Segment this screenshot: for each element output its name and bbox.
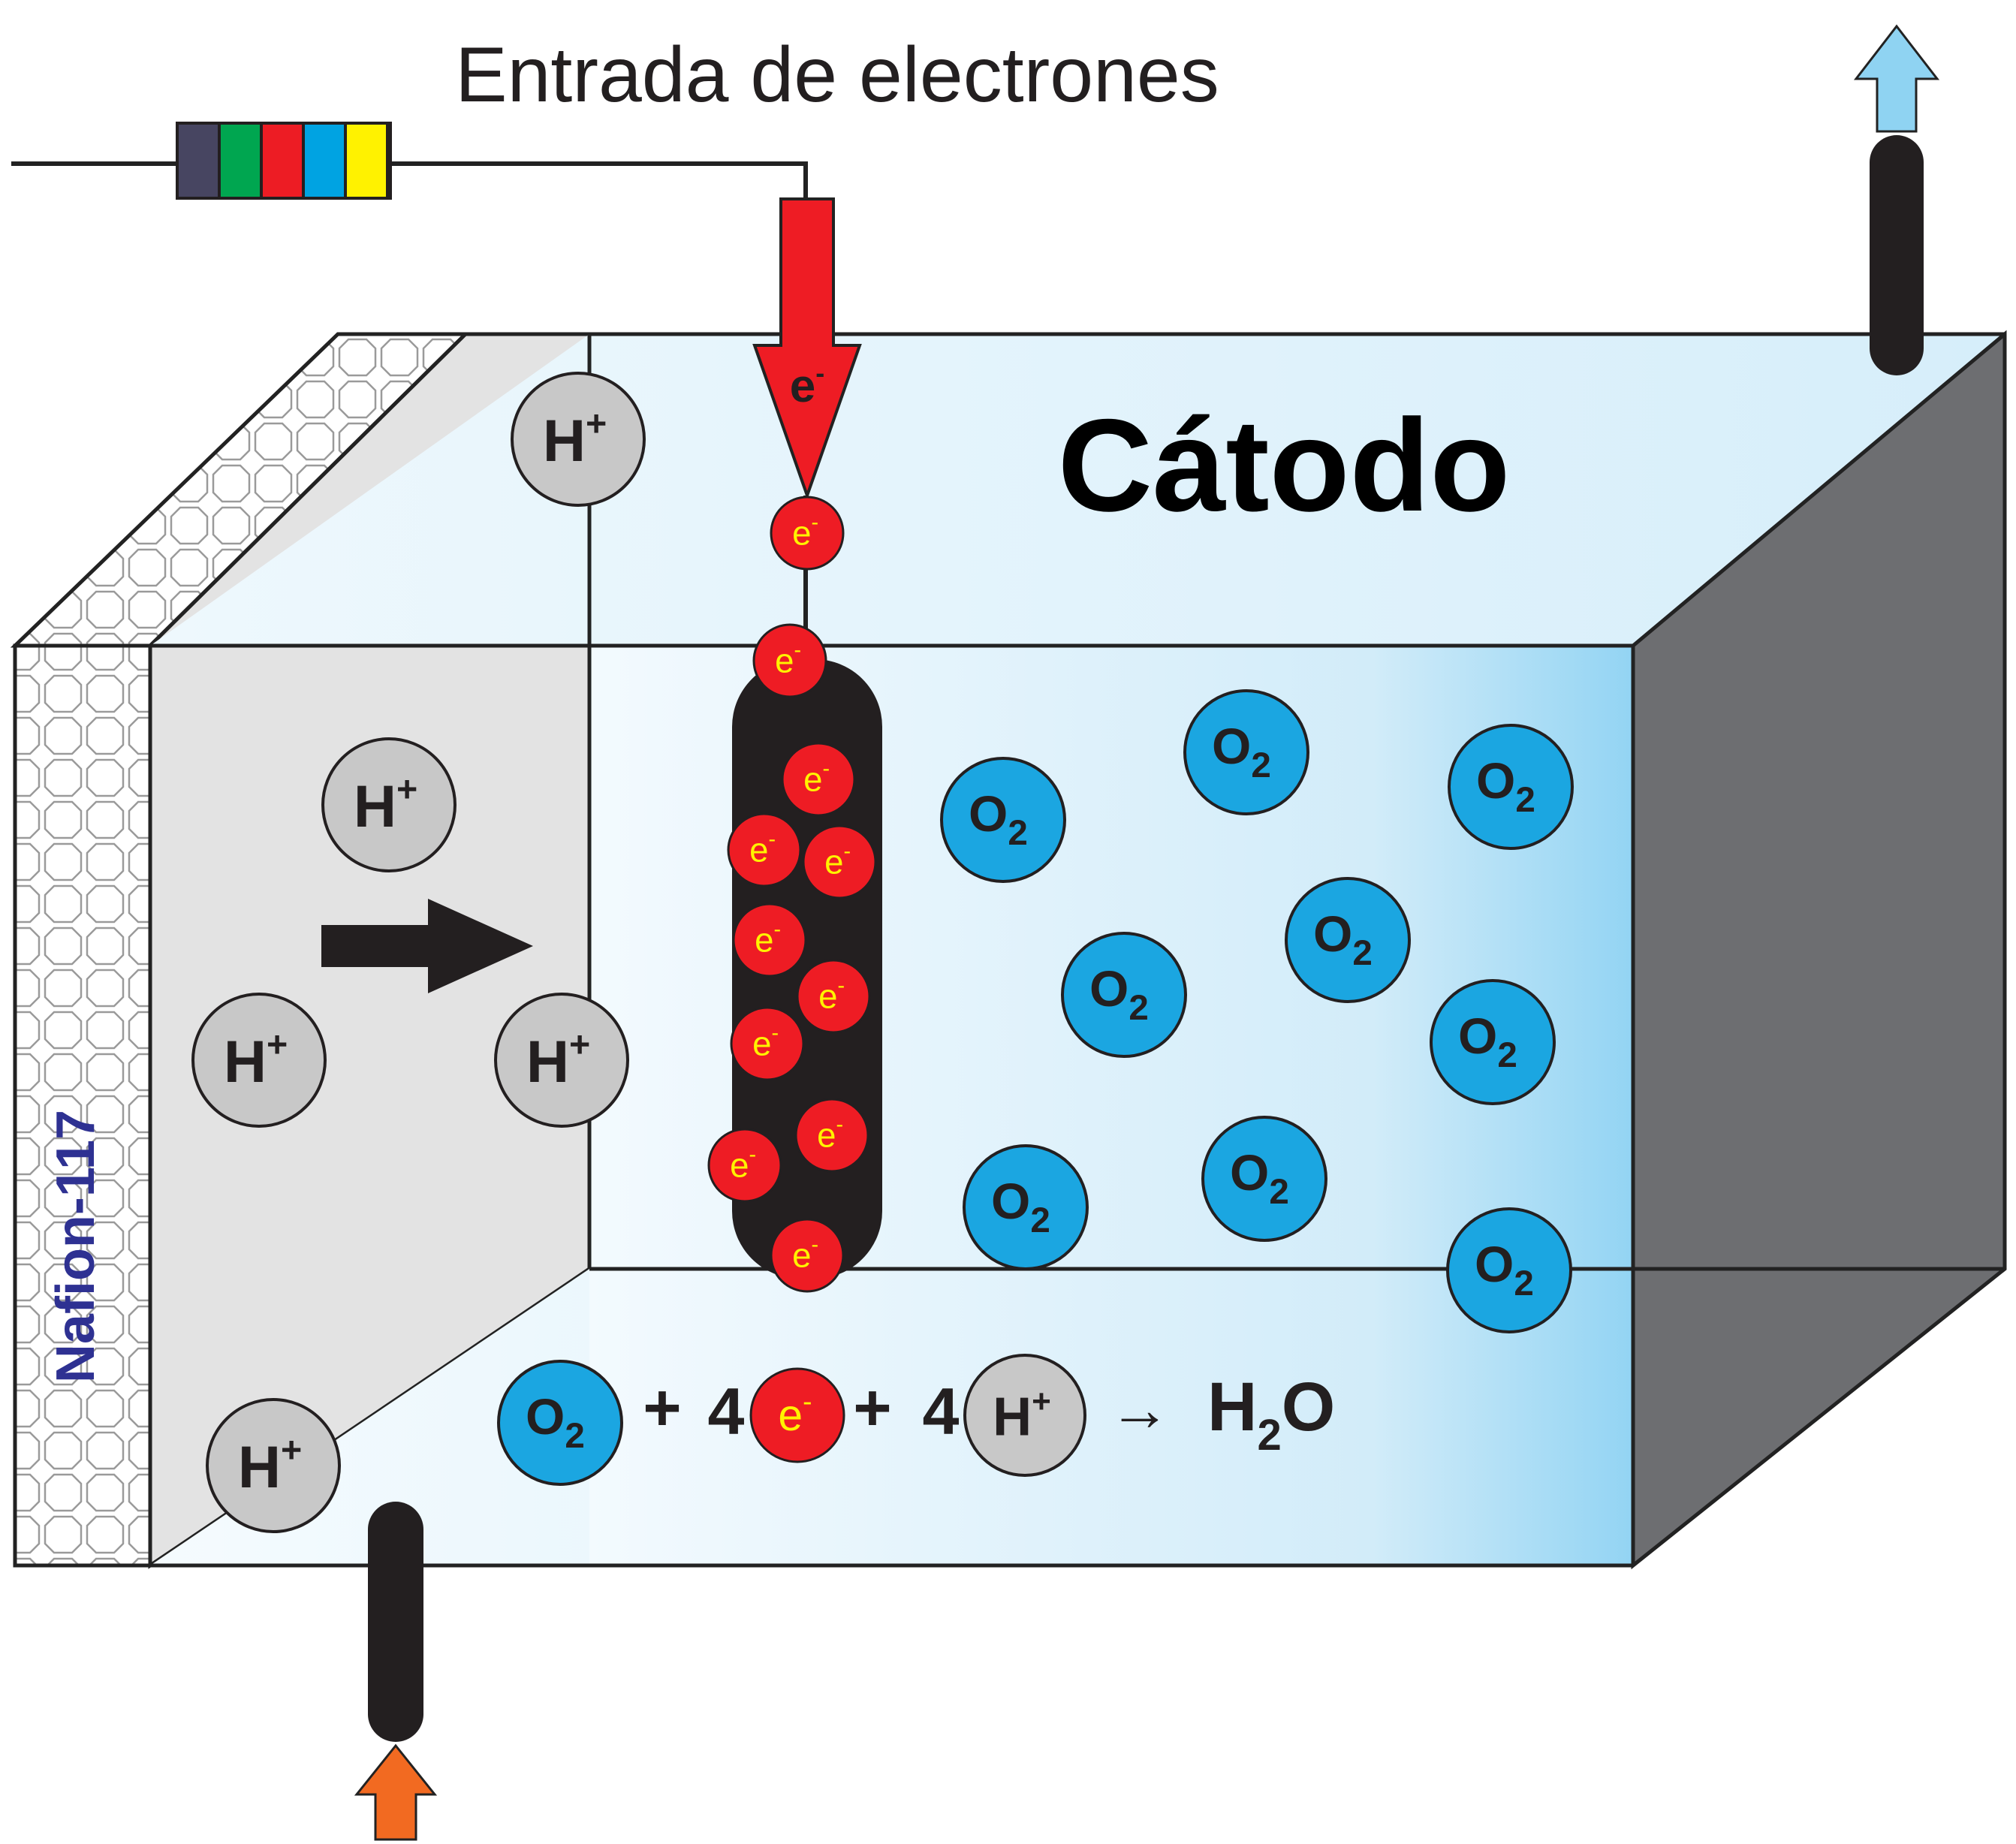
svg-text:H+: H+ [238, 1430, 302, 1500]
svg-text:e-: e- [730, 1143, 756, 1184]
electron: e- [730, 1006, 805, 1081]
equation-coefficient-protons: 4 [923, 1374, 960, 1448]
svg-text:e-: e- [824, 839, 851, 881]
oxygen-molecule: O2 [940, 757, 1066, 883]
svg-text:O2: O2 [1476, 753, 1535, 820]
equation-electron: e- [749, 1367, 845, 1463]
electron: e- [752, 623, 827, 698]
svg-text:e-: e- [818, 974, 845, 1015]
arrow-electron-label: e- [790, 357, 824, 412]
svg-text:O2: O2 [991, 1174, 1050, 1240]
membrane-label: Nafion-117 [46, 1110, 106, 1383]
title: Entrada de electrones [455, 32, 1219, 119]
svg-text:H+: H+ [354, 770, 417, 839]
external-wire [11, 161, 808, 199]
oxygen-molecule: O2 [1061, 932, 1187, 1058]
proton: H+ [494, 993, 629, 1128]
proton: H+ [321, 737, 457, 872]
equation-coefficient-electrons: 4 [708, 1374, 745, 1448]
svg-text:e-: e- [817, 1113, 843, 1154]
equation-plus-2: + [853, 1370, 891, 1445]
cathode-label: Cátodo [1058, 393, 1511, 539]
electron: e- [770, 496, 845, 571]
oxygen-molecule: O2 [1183, 689, 1309, 815]
oxygen-molecule: O2 [1430, 979, 1556, 1105]
svg-text:O2: O2 [526, 1389, 585, 1456]
electron-particles: e-e-e-e-e-e-e-e-e-e-e- [707, 496, 877, 1293]
equation-product: H2O [1207, 1369, 1335, 1460]
equation-plus-1: + [643, 1370, 681, 1445]
resistor-band [263, 125, 302, 197]
svg-text:O2: O2 [1313, 906, 1373, 973]
electron: e- [727, 812, 802, 887]
electron: e- [794, 1098, 869, 1173]
resistor [176, 122, 392, 200]
equation-proton: H+ [963, 1354, 1086, 1477]
svg-text:H+: H+ [543, 404, 607, 474]
electron: e- [732, 902, 807, 978]
svg-text:e-: e- [775, 638, 801, 679]
proton: H+ [206, 1398, 341, 1533]
resistor-band [347, 125, 386, 197]
resistor-band [179, 125, 218, 197]
inlet-arrow [354, 1743, 438, 1841]
proton: H+ [511, 372, 646, 507]
svg-text:H+: H+ [224, 1025, 288, 1095]
svg-text:O2: O2 [1089, 961, 1149, 1028]
electron: e- [796, 959, 871, 1034]
electron: e- [802, 824, 877, 899]
electron: e- [770, 1218, 845, 1293]
oxygen-molecule: O2 [1446, 1207, 1572, 1333]
svg-text:e-: e- [803, 757, 830, 798]
svg-text:e-: e- [749, 827, 776, 869]
svg-text:O2: O2 [969, 786, 1028, 853]
svg-text:O2: O2 [1212, 719, 1271, 785]
electron: e- [781, 742, 856, 817]
reaction-equation: + 4 + 4 → H2O O2 e- H+ [497, 1354, 1335, 1486]
equation-arrow: → [1109, 1375, 1171, 1444]
svg-text:e-: e- [778, 1385, 812, 1440]
proton-flow-arrow [321, 899, 533, 993]
gas-inlet-tube [368, 1502, 423, 1742]
oxygen-molecule: O2 [1201, 1116, 1327, 1242]
svg-text:H+: H+ [526, 1025, 590, 1095]
svg-text:e-: e- [792, 1233, 818, 1274]
gas-outlet-tube [1870, 135, 1924, 375]
svg-text:O2: O2 [1458, 1008, 1517, 1075]
membrane-front-face [13, 643, 152, 1568]
resistor-band [305, 125, 344, 197]
outlet-arrow [1853, 24, 1940, 133]
proton-particles: H+ H+ H+ H+ H+ [191, 372, 646, 1533]
resistor-band [221, 125, 260, 197]
oxygen-molecule: O2 [1448, 724, 1574, 850]
svg-text:e-: e- [752, 1021, 779, 1062]
equation-oxygen: O2 [497, 1360, 623, 1486]
oxygen-molecule: O2 [963, 1144, 1089, 1270]
svg-text:O2: O2 [1475, 1237, 1534, 1303]
svg-text:H+: H+ [993, 1383, 1051, 1447]
oxygen-molecule: O2 [1285, 877, 1411, 1003]
svg-text:e-: e- [755, 917, 781, 959]
svg-text:O2: O2 [1230, 1145, 1289, 1212]
electron: e- [707, 1128, 782, 1203]
svg-text:e-: e- [792, 511, 818, 552]
electron-inlet-arrow [752, 197, 862, 501]
proton: H+ [191, 993, 327, 1128]
